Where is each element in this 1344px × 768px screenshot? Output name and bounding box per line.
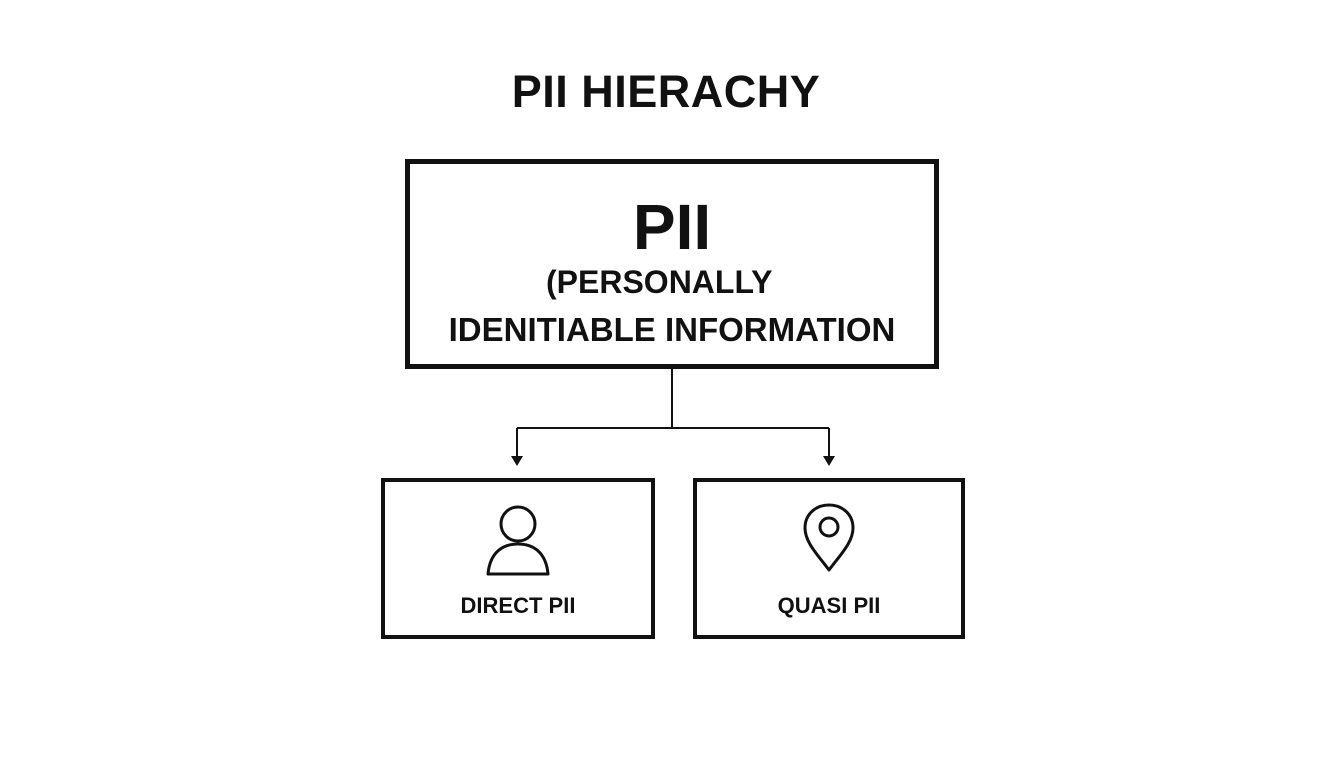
root-abbreviation: PII	[632, 191, 712, 263]
arrowhead-left	[511, 456, 523, 466]
diagram-title: PII HIERACHY	[511, 66, 821, 117]
child-node-direct-pii: DIRECT PII	[381, 478, 655, 639]
root-description-line-1: (PERSONALLY	[546, 264, 773, 300]
location-pin-icon	[799, 502, 859, 579]
child-node-quasi-pii: QUASI PII	[693, 478, 965, 639]
arrowhead-right	[823, 456, 835, 466]
root-description-line-2: IDENITIABLE INFORMATION	[448, 311, 896, 348]
person-icon	[483, 502, 553, 583]
child-label-quasi-pii: QUASI PII	[777, 593, 881, 618]
child-label-direct-pii: DIRECT PII	[460, 593, 576, 618]
root-node: PII (PERSONALLY IDENITIABLE INFORMATION	[405, 159, 939, 369]
